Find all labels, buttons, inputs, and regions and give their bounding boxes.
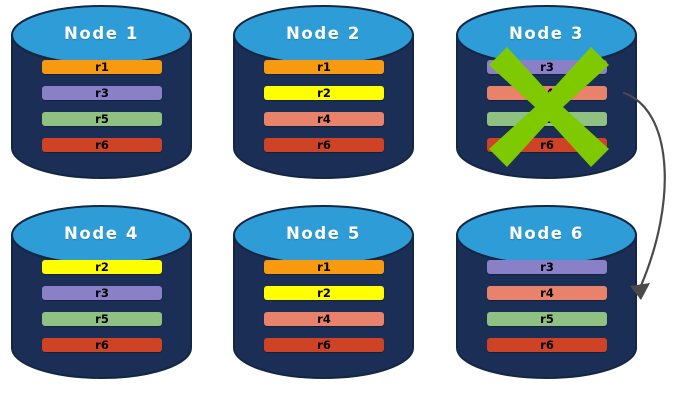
record-bar[interactable]: r3	[487, 60, 607, 74]
cylinder-top	[456, 205, 637, 265]
record-bar[interactable]: r3	[487, 260, 607, 274]
record-bar[interactable]: r2	[42, 260, 162, 274]
record-bar[interactable]: r2	[264, 86, 384, 100]
cylinder-top	[233, 5, 414, 65]
record-bar[interactable]: r6	[42, 338, 162, 352]
record-bar[interactable]: r6	[487, 338, 607, 352]
record-bar[interactable]: r5	[487, 312, 607, 326]
record-bar[interactable]: r6	[487, 138, 607, 152]
record-bar[interactable]: r3	[42, 86, 162, 100]
cylinder-top	[456, 5, 637, 65]
record-bar[interactable]: r4	[264, 312, 384, 326]
record-list: r1 r2 r4 r6	[264, 60, 384, 152]
record-bar[interactable]: r1	[264, 60, 384, 74]
record-bar[interactable]: r6	[264, 138, 384, 152]
record-bar[interactable]: r5	[42, 312, 162, 326]
record-bar[interactable]: r5	[42, 112, 162, 126]
cylinder-top	[11, 205, 192, 265]
record-bar[interactable]: r4	[487, 286, 607, 300]
record-list: r2 r3 r5 r6	[42, 260, 162, 352]
record-bar[interactable]: r5	[487, 112, 607, 126]
record-bar[interactable]: r6	[264, 338, 384, 352]
record-bar[interactable]: r1	[42, 60, 162, 74]
record-list: r1 r3 r5 r6	[42, 60, 162, 152]
record-bar[interactable]: r3	[42, 286, 162, 300]
record-list: r1 r2 r4 r6	[264, 260, 384, 352]
record-bar[interactable]: r4	[264, 112, 384, 126]
record-bar[interactable]: r4	[487, 86, 607, 100]
record-bar[interactable]: r1	[264, 260, 384, 274]
cylinder-top	[11, 5, 192, 65]
record-list: r3 r4 r5 r6	[487, 260, 607, 352]
cylinder-top	[233, 205, 414, 265]
record-bar[interactable]: r6	[42, 138, 162, 152]
record-list: r3 r4 r5 r6	[487, 60, 607, 152]
record-bar[interactable]: r2	[264, 286, 384, 300]
